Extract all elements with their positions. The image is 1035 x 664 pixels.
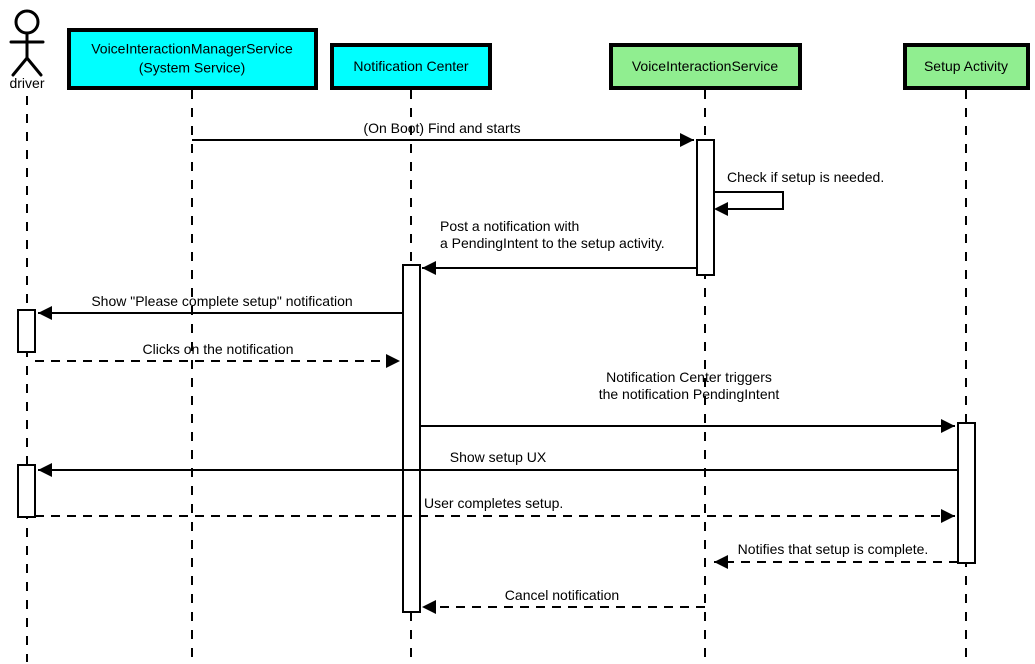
participant-box-setup_activity[interactable] bbox=[903, 43, 1030, 90]
participant-box-vims[interactable] bbox=[67, 28, 318, 90]
actor-head-icon bbox=[14, 9, 40, 35]
participant-label-vims-line2: (System Service) bbox=[139, 60, 246, 76]
message-m10[interactable]: Cancel notification bbox=[422, 587, 705, 614]
activation-bar-setup_activity-4 bbox=[957, 422, 976, 564]
participant-label-notification_center: Notification Center bbox=[353, 58, 469, 74]
message-m9[interactable]: Notifies that setup is complete. bbox=[714, 541, 958, 569]
participant-vims[interactable]: VoiceInteractionManagerService (System Se… bbox=[67, 28, 318, 90]
message-label-m10: Cancel notification bbox=[505, 587, 619, 603]
actor-leg-left-icon bbox=[11, 56, 29, 77]
message-label-m6-line1: Notification Center triggers bbox=[606, 369, 772, 385]
message-arrowhead-m2 bbox=[714, 202, 728, 216]
message-arrowhead-m6 bbox=[941, 419, 955, 433]
message-label-m3-line1: Post a notification with bbox=[440, 218, 579, 234]
actor-label-driver: driver bbox=[9, 75, 44, 91]
message-label-m5: Clicks on the notification bbox=[143, 341, 294, 357]
message-label-m8: User completes setup. bbox=[424, 495, 563, 511]
actor-leg-right-icon bbox=[25, 56, 43, 77]
activation-bar-driver-1 bbox=[17, 464, 36, 518]
participants-group: driver VoiceInteractionManagerService (Sys… bbox=[9, 9, 1030, 91]
message-label-m2: Check if setup is needed. bbox=[727, 169, 884, 185]
participant-label-vis: VoiceInteractionService bbox=[632, 58, 779, 74]
participant-notification_center[interactable]: Notification Center bbox=[330, 43, 492, 90]
message-m7[interactable]: Show setup UX bbox=[38, 449, 958, 477]
message-label-m1: (On Boot) Find and starts bbox=[363, 120, 520, 136]
message-label-m3-line2: a PendingIntent to the setup activity. bbox=[440, 235, 665, 251]
message-arrowhead-m1 bbox=[680, 133, 694, 147]
activation-bar-notification_center-2 bbox=[402, 264, 421, 613]
actor-driver: driver bbox=[9, 9, 45, 91]
message-label-m6-line2: the notification PendingIntent bbox=[599, 386, 780, 402]
message-label-m7: Show setup UX bbox=[450, 449, 547, 465]
message-arrowhead-m10 bbox=[422, 600, 436, 614]
message-arrowhead-m8 bbox=[941, 509, 955, 523]
message-arrowhead-m9 bbox=[714, 555, 728, 569]
message-m1[interactable]: (On Boot) Find and starts bbox=[192, 120, 694, 147]
message-path-m2 bbox=[714, 191, 784, 210]
message-label-m9: Notifies that setup is complete. bbox=[738, 541, 929, 557]
activation-bar-vis-3 bbox=[696, 139, 715, 276]
message-arrowhead-m4 bbox=[38, 306, 52, 320]
message-m2[interactable]: Check if setup is needed. bbox=[714, 169, 884, 216]
participant-setup_activity[interactable]: Setup Activity bbox=[903, 43, 1030, 90]
participant-box-notification_center[interactable] bbox=[330, 43, 492, 90]
activation-bars-group bbox=[17, 139, 976, 613]
participant-box-vis[interactable] bbox=[609, 43, 802, 90]
message-m4[interactable]: Show "Please complete setup" notificatio… bbox=[38, 293, 403, 320]
participant-label-vims-line1: VoiceInteractionManagerService bbox=[91, 41, 293, 57]
message-arrowhead-m5 bbox=[386, 354, 400, 368]
message-label-m4: Show "Please complete setup" notificatio… bbox=[91, 293, 352, 309]
participant-label-setup_activity: Setup Activity bbox=[924, 58, 1008, 74]
participant-vis[interactable]: VoiceInteractionService bbox=[609, 43, 802, 90]
activation-bar-driver-0 bbox=[17, 309, 36, 353]
message-m8[interactable]: User completes setup. bbox=[35, 495, 955, 523]
message-arrowhead-m7 bbox=[38, 463, 52, 477]
message-m5[interactable]: Clicks on the notification bbox=[35, 341, 400, 368]
message-arrowhead-m3 bbox=[422, 261, 436, 275]
